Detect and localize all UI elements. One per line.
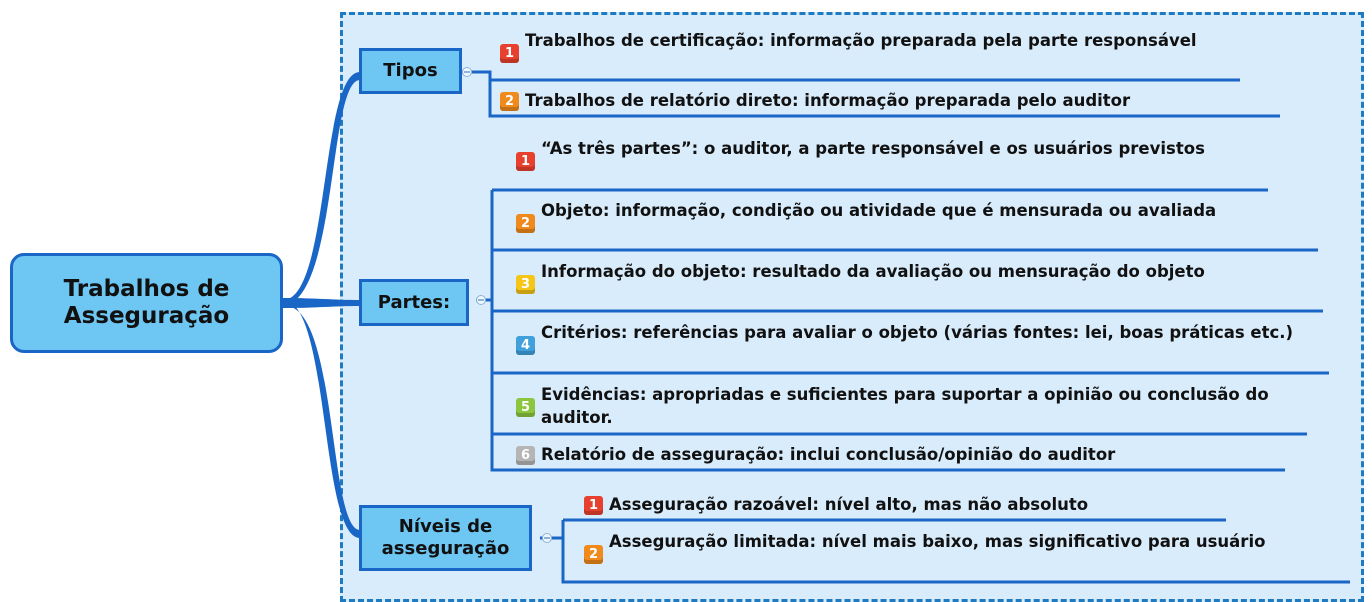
- topic-tipos[interactable]: Tipos: [359, 48, 462, 94]
- collapse-toggle-tipos[interactable]: [462, 67, 472, 77]
- priority-3-icon: 3: [516, 275, 535, 294]
- topic-partes[interactable]: Partes:: [359, 279, 469, 326]
- priority-1-icon: 1: [516, 152, 535, 171]
- leaf-text: Informação do objeto: resultado da avali…: [541, 262, 1205, 281]
- priority-1-icon: 1: [500, 44, 519, 63]
- root-label: Trabalhos de Asseguração: [63, 276, 230, 329]
- leaf-partes-5[interactable]: 5 Evidências: apropriadas e suficientes …: [516, 383, 1306, 429]
- topic-niveis[interactable]: Níveis de asseguração: [359, 505, 532, 571]
- leaf-partes-2[interactable]: 2 Objeto: informação, condição ou ativid…: [516, 199, 1316, 233]
- topic-label: Tipos: [383, 60, 438, 81]
- leaf-partes-6[interactable]: 6 Relatório de asseguração: inclui concl…: [516, 443, 1286, 466]
- leaf-text: Relatório de asseguração: inclui conclus…: [541, 445, 1116, 464]
- priority-2-icon: 2: [584, 545, 603, 564]
- priority-4-icon: 4: [516, 336, 535, 355]
- leaf-tipos-2[interactable]: 2 Trabalhos de relatório direto: informa…: [500, 89, 1290, 112]
- priority-6-icon: 6: [516, 446, 535, 465]
- leaf-partes-1[interactable]: 1 “As três partes”: o auditor, a parte r…: [516, 137, 1276, 171]
- root-topic[interactable]: Trabalhos de Asseguração: [10, 253, 283, 353]
- leaf-text: “As três partes”: o auditor, a parte res…: [541, 139, 1205, 158]
- leaf-text: Critérios: referências para avaliar o ob…: [541, 323, 1294, 342]
- leaf-text: Trabalhos de relatório direto: informaçã…: [525, 91, 1131, 110]
- priority-2-icon: 2: [500, 92, 519, 111]
- topic-label: Níveis de asseguração: [381, 516, 510, 559]
- collapse-toggle-partes[interactable]: [476, 295, 486, 305]
- leaf-text: Trabalhos de certificação: informação pr…: [525, 31, 1197, 50]
- priority-2-icon: 2: [516, 214, 535, 233]
- collapse-toggle-niveis[interactable]: [542, 533, 552, 543]
- leaf-text: Evidências: apropriadas e suficientes pa…: [541, 385, 1269, 427]
- leaf-text: Objeto: informação, condição ou atividad…: [541, 201, 1217, 220]
- leaf-text: Asseguração razoável: nível alto, mas nã…: [609, 495, 1089, 514]
- leaf-niveis-2[interactable]: 2 Asseguração limitada: nível mais baixo…: [584, 530, 1349, 564]
- topic-label: Partes:: [377, 291, 451, 313]
- leaf-partes-3[interactable]: 3 Informação do objeto: resultado da ava…: [516, 260, 1321, 294]
- priority-1-icon: 1: [584, 496, 603, 515]
- leaf-partes-4[interactable]: 4 Critérios: referências para avaliar o …: [516, 321, 1324, 355]
- leaf-text: Asseguração limitada: nível mais baixo, …: [609, 532, 1266, 551]
- leaf-niveis-1[interactable]: 1 Asseguração razoável: nível alto, mas …: [584, 493, 1234, 516]
- leaf-tipos-1[interactable]: 1 Trabalhos de certificação: informação …: [500, 29, 1235, 63]
- priority-5-icon: 5: [516, 398, 535, 417]
